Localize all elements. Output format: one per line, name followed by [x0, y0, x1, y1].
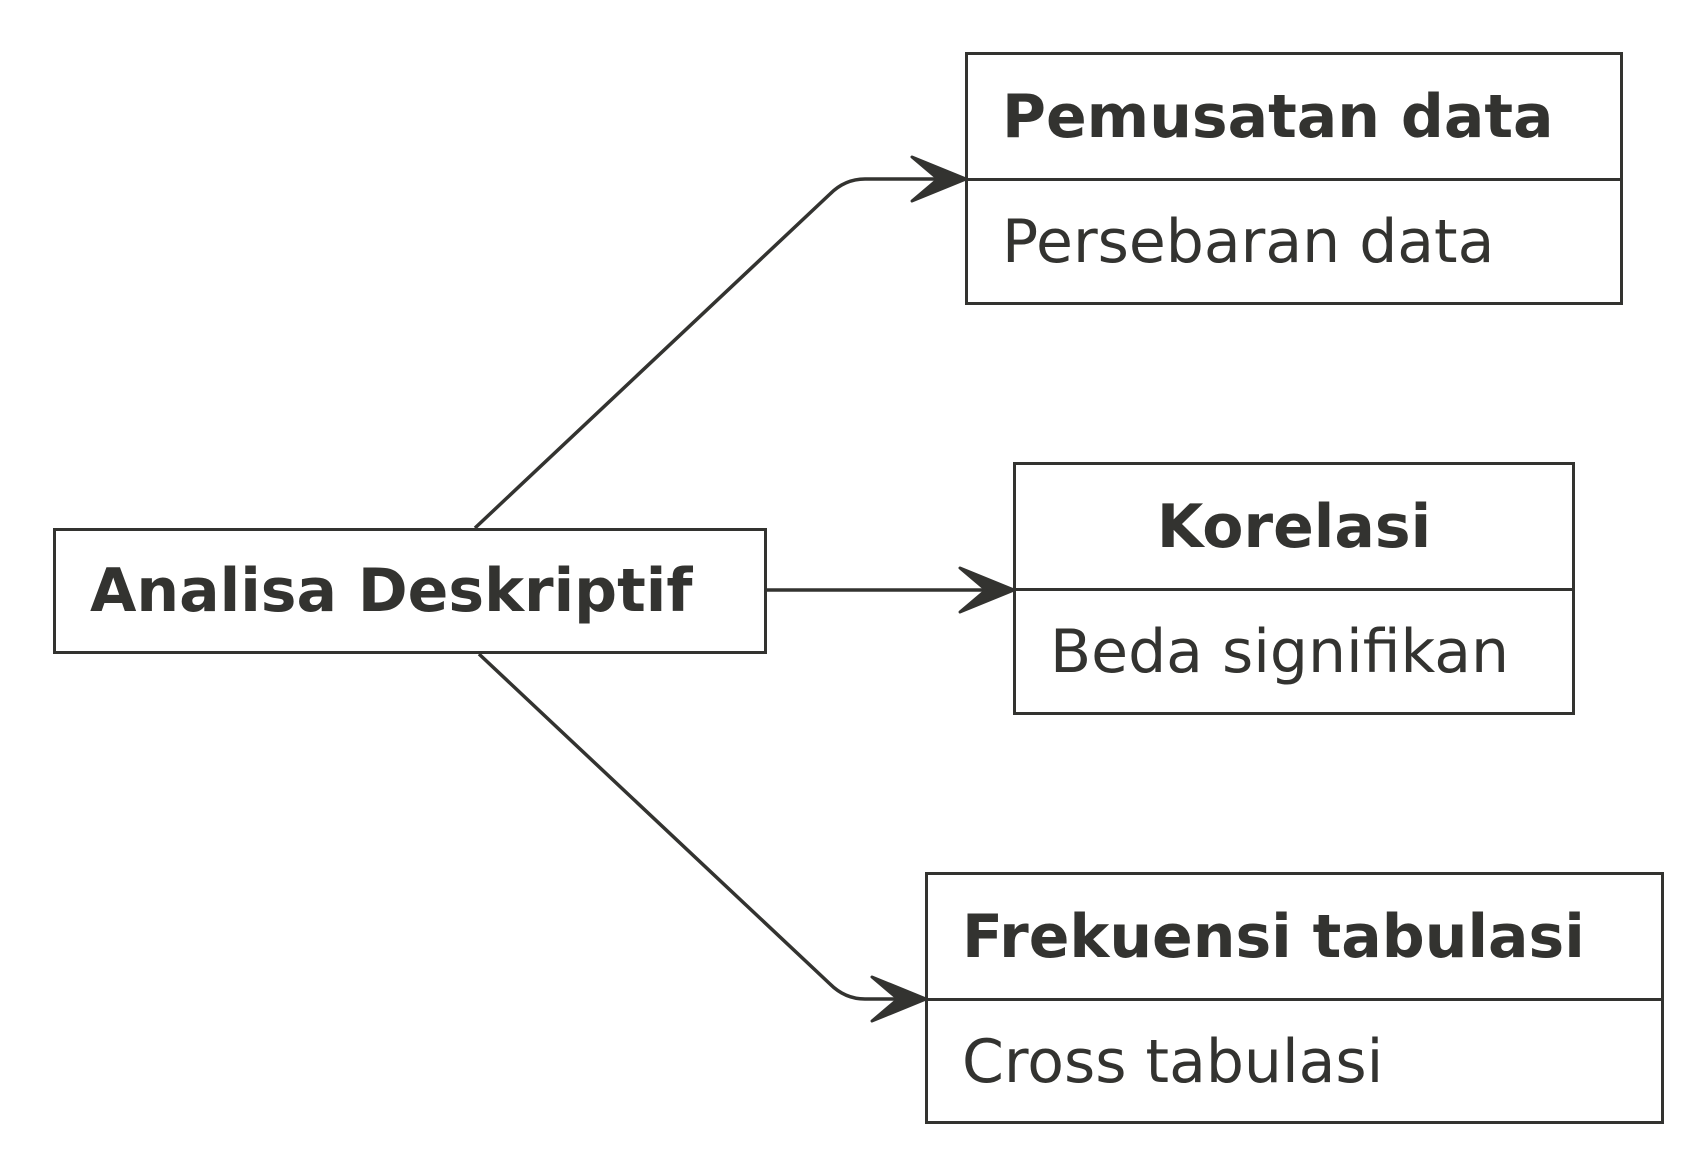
arrowhead-frekuensi-icon: [870, 975, 928, 1023]
connector-frekuensi: [477, 652, 922, 1001]
node-pemusatan-data[interactable]: Pemusatan data Persebaran data: [965, 52, 1623, 305]
node-title: Korelasi: [1156, 491, 1432, 562]
connector-pemusatan: [473, 177, 962, 530]
node-body: Persebaran data: [1002, 206, 1495, 277]
node-frekuensi-tabulasi[interactable]: Frekuensi tabulasi Cross tabulasi: [925, 872, 1664, 1124]
arrowhead-korelasi-icon: [958, 566, 1016, 614]
node-korelasi[interactable]: Korelasi Beda signifikan: [1013, 462, 1575, 715]
root-node-analisa-deskriptif[interactable]: Analisa Deskriptif: [53, 528, 767, 654]
node-divider: [968, 178, 1620, 181]
node-body: Cross tabulasi: [962, 1026, 1384, 1097]
arrowhead-pemusatan-icon: [910, 155, 968, 203]
node-title: Frekuensi tabulasi: [962, 901, 1585, 972]
node-divider: [928, 998, 1661, 1001]
node-divider: [1016, 588, 1572, 591]
root-node-label: Analisa Deskriptif: [90, 556, 693, 626]
node-title: Pemusatan data: [1002, 81, 1554, 152]
node-body: Beda signifikan: [1050, 616, 1509, 687]
